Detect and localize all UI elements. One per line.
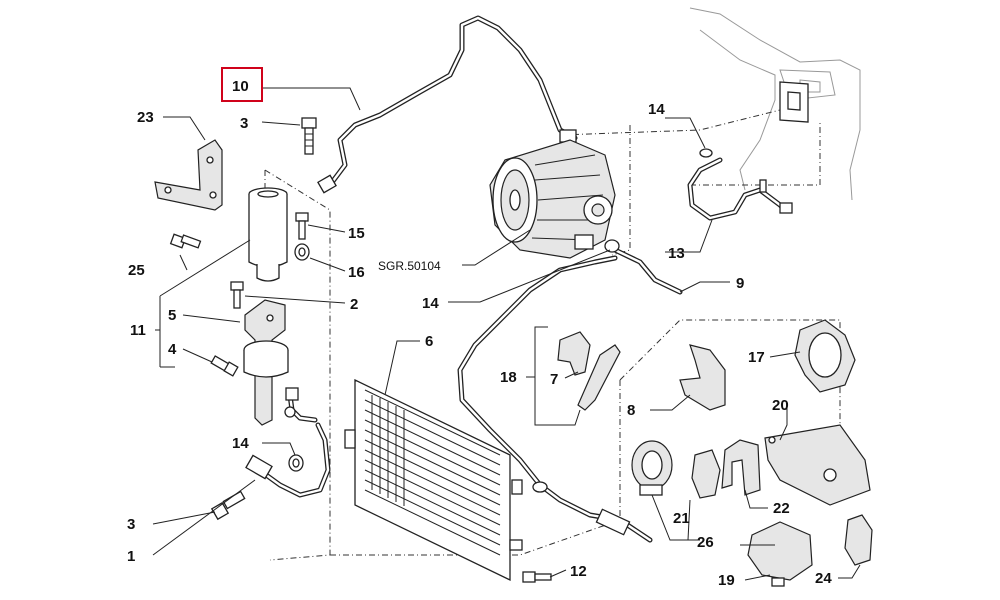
part-14-seal-left (288, 454, 304, 472)
label-14-right: 14 (648, 101, 665, 118)
label-3-bottom: 3 (127, 516, 135, 533)
label-18: 18 (500, 369, 517, 386)
label-15: 15 (348, 225, 365, 242)
label-13: 13 (668, 245, 685, 262)
part-labels: 10 3 23 15 16 25 2 11 5 4 14 3 1 6 SGR.5… (127, 78, 832, 589)
label-24: 24 (815, 570, 832, 587)
label-9: 9 (736, 275, 744, 292)
label-19: 19 (718, 572, 735, 589)
part-3-bolt-top (301, 117, 317, 155)
assembly-guide-lines (264, 109, 841, 561)
label-16: 16 (348, 264, 365, 281)
part-26-clip (631, 440, 673, 496)
part-1-hose (245, 387, 331, 498)
label-17: 17 (748, 349, 765, 366)
part-16-seal (294, 243, 310, 261)
label-21: 21 (673, 510, 690, 527)
label-7: 7 (550, 371, 558, 388)
part-8-clip (679, 344, 726, 411)
part-10-hose (317, 15, 578, 194)
label-23: 23 (137, 109, 154, 126)
part-11-receiver-drier (248, 187, 288, 282)
label-6: 6 (425, 333, 433, 350)
part-6-condenser (344, 378, 523, 582)
part-24-bracket (844, 514, 873, 566)
label-22: 22 (773, 500, 790, 517)
part-2-bolt (230, 281, 244, 309)
part-13-hose (687, 148, 793, 221)
part-9-hose (457, 247, 683, 543)
label-4: 4 (168, 341, 177, 358)
label-11: 11 (130, 322, 146, 339)
label-25: 25 (128, 262, 145, 279)
label-3-top: 3 (240, 115, 248, 132)
part-7-clip (557, 331, 621, 411)
part-12-bolt (522, 571, 552, 583)
part-20-bracket (764, 424, 871, 506)
part-23-bracket (154, 139, 223, 211)
highlight-box (221, 67, 263, 102)
label-5: 5 (168, 307, 176, 324)
label-8: 8 (627, 402, 635, 419)
part-22-clip (721, 439, 761, 496)
vehicle-body-outline (689, 7, 861, 201)
leader-lines (152, 87, 861, 581)
part-15-bolt (295, 212, 309, 240)
reference-code: SGR.50104 (378, 259, 441, 273)
label-1: 1 (127, 548, 135, 565)
label-26: 26 (697, 534, 714, 551)
part-17-clip (794, 319, 856, 393)
label-12: 12 (570, 563, 587, 580)
label-2: 2 (350, 296, 358, 313)
part-3-bolt-bottom (210, 490, 246, 521)
part-19-bracket (747, 521, 813, 587)
label-20: 20 (772, 397, 789, 414)
label-10: 10 (232, 78, 249, 95)
part-4-bolt (210, 355, 239, 377)
part-14-seal-center (604, 239, 620, 253)
label-14-left: 14 (232, 435, 249, 452)
part-21-clip (691, 449, 721, 499)
compressor (489, 139, 616, 259)
part-5-clamp-bracket (243, 299, 289, 426)
label-14-center: 14 (422, 295, 439, 312)
part-25-bolt (169, 233, 202, 249)
